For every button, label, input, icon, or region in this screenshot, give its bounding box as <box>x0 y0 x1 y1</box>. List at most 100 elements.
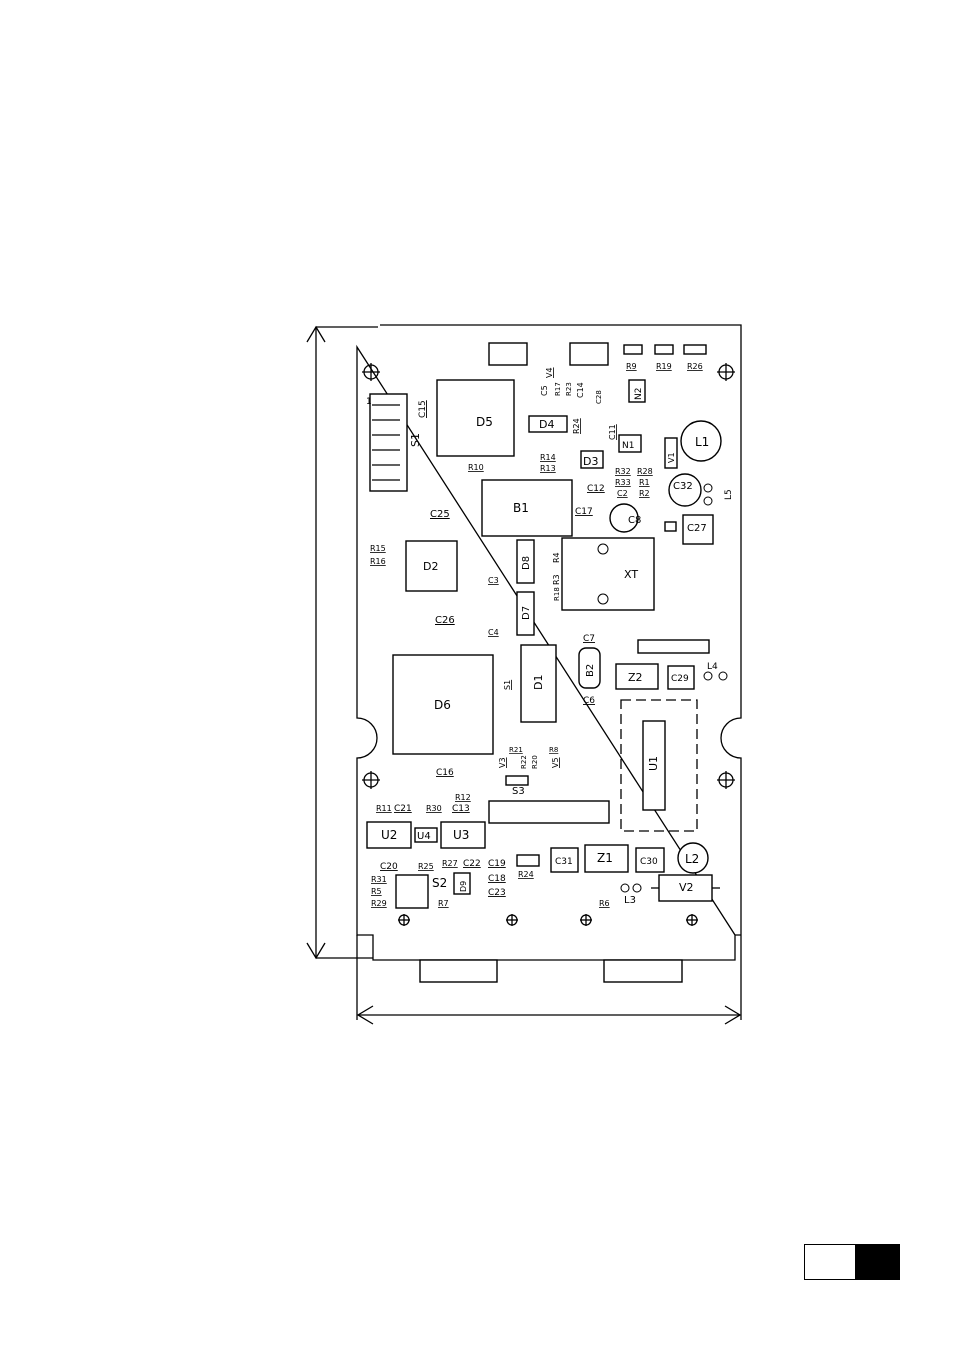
label-z1-82: Z1 <box>597 851 613 865</box>
label-c17-33: C17 <box>575 507 593 517</box>
label-s2-88: S2 <box>432 876 447 890</box>
label-r10-3: R10 <box>468 463 484 472</box>
label-c28-9: C28 <box>595 390 603 404</box>
label-d6-54: D6 <box>434 698 451 712</box>
label-v2-95: V2 <box>679 881 694 894</box>
label-r16-38: R16 <box>370 557 386 566</box>
label-c25-31: C25 <box>430 509 450 520</box>
label-b2-50: B2 <box>585 664 596 677</box>
label-c12-34: C12 <box>587 484 605 494</box>
label-v4-5: V4 <box>545 367 554 378</box>
label-r22-60: R22 <box>520 755 528 769</box>
page-marker <box>804 1244 900 1280</box>
label-r31-85: R31 <box>371 875 387 884</box>
label-s1-0: S1 <box>409 433 422 447</box>
label-r6-93: R6 <box>599 899 610 908</box>
connector-left <box>419 959 498 983</box>
label-c22-78: C22 <box>463 859 481 869</box>
label-c27-36: C27 <box>687 523 707 534</box>
height-dimension <box>306 325 378 960</box>
label-c16-66: C16 <box>436 768 454 778</box>
label-c23-92: C23 <box>488 888 506 898</box>
label-c29-52: C29 <box>671 674 689 684</box>
label-d7-48: D7 <box>521 606 532 620</box>
label-r2-28: R2 <box>639 489 650 498</box>
pin1-marker: 1 <box>366 397 372 407</box>
page-marker-black <box>855 1245 899 1279</box>
label-u1-58: U1 <box>647 756 660 771</box>
label-l2-84: L2 <box>685 852 699 866</box>
component-bodies <box>366 342 728 909</box>
label-c19-79: C19 <box>488 859 506 869</box>
label-d4-14: D4 <box>539 418 554 431</box>
label-n1-17: N1 <box>622 441 634 451</box>
label-d3-22: D3 <box>583 455 598 468</box>
label-d9-90: D9 <box>459 881 468 892</box>
label-v1-18: V1 <box>667 452 676 463</box>
label-r19-12: R19 <box>656 362 672 371</box>
label-c21-69: C21 <box>394 804 412 814</box>
label-r28-26: R28 <box>637 467 653 476</box>
label-c31-81: C31 <box>555 857 573 867</box>
label-r29-87: R29 <box>371 899 387 908</box>
label-c3-40: C3 <box>488 576 499 585</box>
label-n2-10: N2 <box>634 388 644 400</box>
label-r23-7: R23 <box>565 382 573 396</box>
label-c11-16: C11 <box>608 424 617 440</box>
label-r8-62: R8 <box>549 746 558 754</box>
page-marker-white <box>805 1245 855 1279</box>
label-v3-63: V3 <box>498 757 507 768</box>
label-c18-91: C18 <box>488 874 506 884</box>
connector-right <box>603 959 683 983</box>
label-l3-94: L3 <box>624 895 636 906</box>
label-c2-25: C2 <box>617 489 628 498</box>
label-s3-65: S3 <box>512 786 525 797</box>
mounting-holes <box>362 363 735 926</box>
width-dimension <box>356 935 742 1025</box>
label-r13-21: R13 <box>540 464 556 473</box>
label-r33-24: R33 <box>615 478 631 487</box>
label-c26-46: C26 <box>435 615 455 626</box>
label-d5-2: D5 <box>476 415 493 429</box>
label-r21-59: R21 <box>509 746 523 754</box>
label-z2-51: Z2 <box>628 671 643 684</box>
label-l4-53: L4 <box>707 662 718 672</box>
label-r4-42: R4 <box>552 552 561 563</box>
label-s1-55: S1 <box>503 680 512 690</box>
label-c30-83: C30 <box>640 857 658 867</box>
label-r18-45: R18 <box>553 587 561 601</box>
label-r12-67: R12 <box>455 793 471 802</box>
label-r17-6: R17 <box>554 382 562 396</box>
label-c8-35: C8 <box>628 515 641 526</box>
label-c20-75: C20 <box>380 862 398 872</box>
label-d2-39: D2 <box>423 560 438 573</box>
label-r14-20: R14 <box>540 453 556 462</box>
label-l1-19: L1 <box>695 435 709 449</box>
label-r9-11: R9 <box>626 362 637 371</box>
label-r15-37: R15 <box>370 544 386 553</box>
label-u3-74: U3 <box>453 828 469 842</box>
label-r24-15: R24 <box>572 418 581 434</box>
label-b1-32: B1 <box>513 501 529 515</box>
label-c5-4: C5 <box>540 385 549 396</box>
label-r3-43: R3 <box>552 574 561 585</box>
label-l5-30: L5 <box>724 489 734 500</box>
label-c32-29: C32 <box>673 481 693 492</box>
label-r1-27: R1 <box>639 478 650 487</box>
label-c4-47: C4 <box>488 628 499 637</box>
label-r7-89: R7 <box>438 899 449 908</box>
label-xt-44: XT <box>624 568 638 581</box>
label-d1-56: D1 <box>532 675 545 690</box>
label-v5-64: V5 <box>551 757 560 768</box>
label-r24-80: R24 <box>518 870 534 879</box>
label-r11-68: R11 <box>376 804 392 813</box>
label-d8-41: D8 <box>521 556 532 570</box>
label-c15-1: C15 <box>418 400 428 418</box>
label-u2-72: U2 <box>381 828 397 842</box>
label-r30-70: R30 <box>426 804 442 813</box>
label-c6-57: C6 <box>583 696 595 706</box>
label-r27-77: R27 <box>442 859 458 868</box>
label-r26-13: R26 <box>687 362 703 371</box>
